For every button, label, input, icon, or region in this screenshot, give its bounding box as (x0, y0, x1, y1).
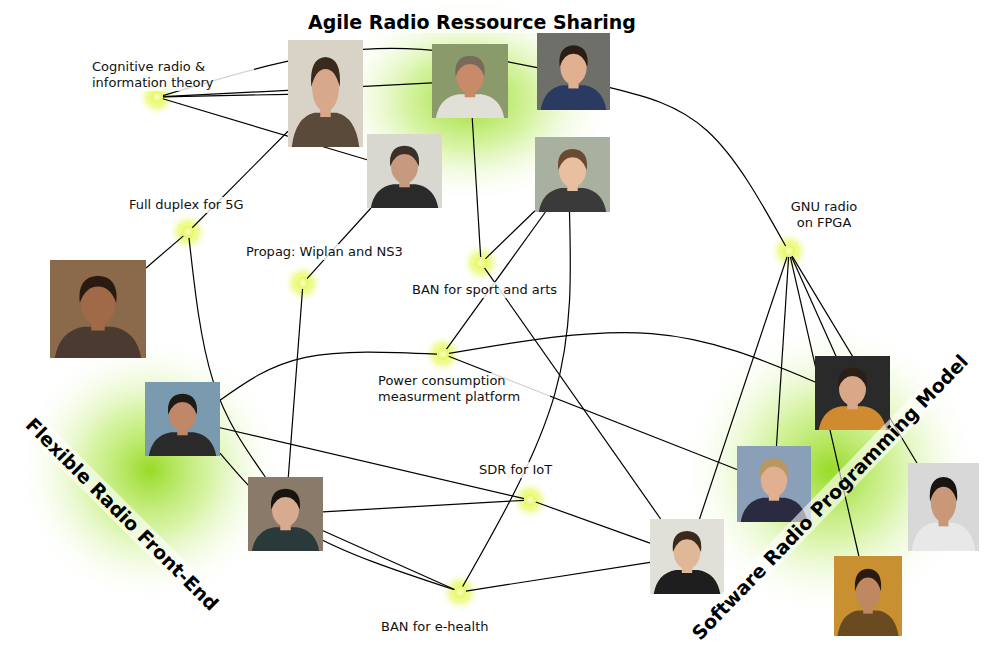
topic-label: Cognitive radio & information theory (90, 59, 254, 91)
portrait-hair (168, 394, 197, 415)
link-line (447, 212, 546, 349)
portrait-figure (908, 463, 979, 551)
portrait-body (837, 610, 898, 636)
link-line (776, 257, 788, 446)
portrait-body (252, 527, 320, 551)
link-line (536, 502, 650, 543)
topic-dot: BAN for sport and arts (475, 257, 487, 269)
portrait-body (819, 406, 887, 430)
topic-label: BAN for sport and arts (410, 282, 559, 298)
portrait-figure (537, 33, 610, 110)
portrait-hair (760, 458, 789, 479)
dot-glow (283, 263, 323, 303)
portrait-hair (390, 146, 419, 167)
topic-dot: Propag: Wiplan and NS3 (297, 277, 309, 289)
portrait-figure (650, 519, 724, 594)
portrait-photo (50, 260, 146, 358)
portrait-hair (930, 477, 957, 502)
dot-glow (440, 572, 480, 612)
link-line (220, 453, 454, 590)
link-line (323, 531, 455, 590)
link-line (146, 236, 183, 268)
portrait-photo (908, 463, 979, 551)
topic-label: SDR for IoT (477, 462, 554, 478)
portrait-body (292, 113, 360, 147)
portrait-hair (311, 57, 340, 87)
portrait-photo (650, 519, 724, 594)
portrait-hair (838, 368, 867, 389)
portrait-body (149, 432, 217, 456)
portrait-figure (432, 44, 508, 118)
topic-dot: GNU radio on FPGA (783, 245, 795, 257)
portrait-photo (834, 556, 902, 636)
portrait-body (371, 184, 439, 208)
portrait-photo (537, 33, 610, 110)
group-glow (15, 335, 285, 605)
link-line (791, 256, 836, 356)
portrait-body (539, 188, 607, 212)
topic-dot: Power consumption measurment platform (437, 348, 449, 360)
link-line (323, 500, 524, 512)
topic-label: Power consumption measurment platform (376, 373, 550, 405)
portrait-body (55, 327, 141, 358)
portrait-photo (367, 134, 442, 208)
portrait-figure (834, 556, 902, 636)
group-glow (680, 320, 980, 620)
portrait-hair (673, 531, 702, 552)
link-line (466, 562, 650, 591)
portrait-body (436, 94, 504, 118)
link-line (192, 131, 288, 227)
group-label: Agile Radio Ressource Sharing (305, 11, 639, 33)
portrait-figure (248, 477, 323, 551)
portrait-hair (559, 45, 587, 67)
topic-dot: SDR for IoT (524, 494, 536, 506)
portrait-hair (855, 569, 881, 591)
portrait-figure (535, 137, 610, 212)
link-line (610, 88, 786, 246)
portrait-figure (145, 382, 220, 456)
portrait-body (654, 570, 721, 594)
topic-dot: Cognitive radio & information theory (151, 91, 163, 103)
link-line (288, 289, 302, 477)
topic-label: GNU radio on FPGA (780, 199, 868, 231)
portrait-photo (815, 356, 890, 430)
topic-dot: BAN for e-health (454, 586, 466, 598)
portrait-body (912, 523, 976, 551)
portrait-figure (815, 356, 890, 430)
topic-label: Full duplex for 5G (127, 197, 246, 213)
dot-glow (510, 480, 550, 520)
portrait-figure (367, 134, 442, 208)
portrait-photo (248, 477, 323, 551)
portrait-figure (50, 260, 146, 358)
portrait-hair (79, 276, 116, 303)
topic-dot: Full duplex for 5G (182, 226, 194, 238)
portrait-photo (432, 44, 508, 118)
portrait-photo (535, 137, 610, 212)
topic-label: Propag: Wiplan and NS3 (244, 244, 405, 260)
portrait-hair (455, 56, 484, 77)
link-line (472, 118, 480, 257)
portrait-hair (558, 149, 587, 170)
portrait-figure (288, 40, 363, 147)
dot-glow (769, 231, 809, 271)
portrait-body (541, 85, 607, 110)
portrait-photo (145, 382, 220, 456)
portrait-photo (288, 40, 363, 147)
topic-label: BAN for e-health (379, 619, 491, 635)
link-line (485, 211, 535, 259)
portrait-hair (271, 489, 300, 510)
